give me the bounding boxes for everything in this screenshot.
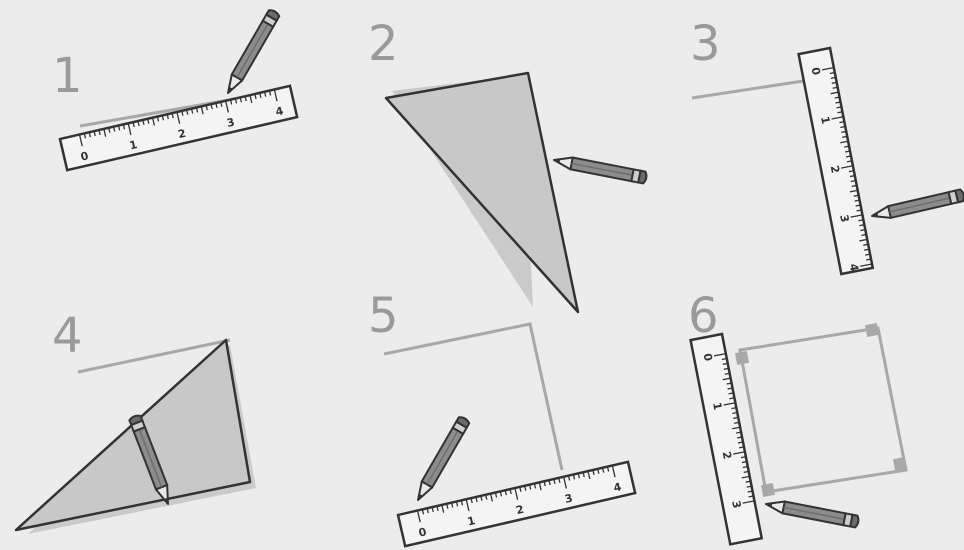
- step-5-group: 01234: [384, 324, 635, 546]
- step-2-group: [386, 73, 647, 312]
- right-angle-mark: [865, 323, 879, 337]
- drawn-line: [384, 324, 562, 470]
- right-angle-mark: [761, 483, 775, 497]
- drawn-square: [740, 328, 906, 492]
- set-square-icon: [386, 73, 578, 312]
- pencil-icon: [553, 154, 648, 184]
- step-1-group: 01234: [60, 9, 297, 171]
- right-angle-mark: [735, 351, 749, 365]
- right-angle-mark: [893, 457, 907, 471]
- step-4-group: [16, 340, 256, 534]
- pencil-icon: [413, 416, 470, 503]
- pencil-icon: [223, 9, 280, 96]
- pencil-icon: [765, 498, 860, 528]
- ruler-icon: 0123: [691, 334, 762, 544]
- pencil-icon: [871, 189, 964, 222]
- drawn-line: [692, 80, 810, 98]
- set-square-icon: [16, 340, 250, 530]
- step-6-group: 0123: [691, 323, 907, 544]
